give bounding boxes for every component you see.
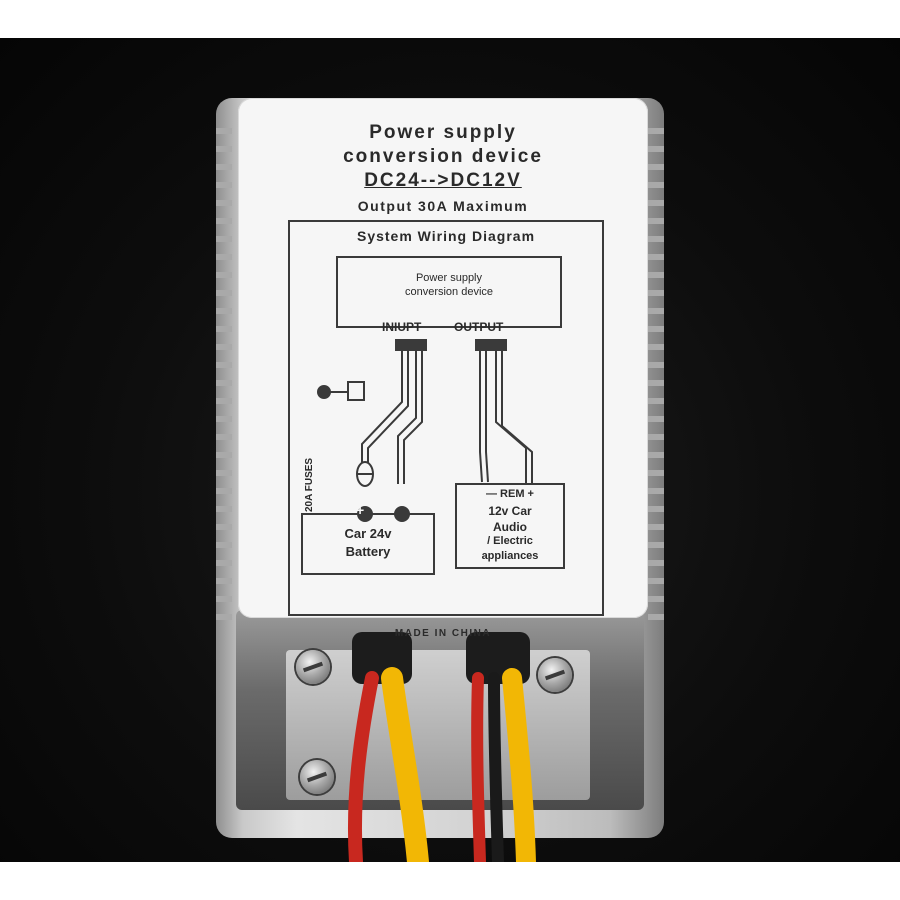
screw-icon bbox=[300, 760, 334, 794]
battery-line1: Car 24v bbox=[344, 526, 392, 541]
load-polarity: — REM + bbox=[486, 488, 534, 500]
product-photo: Power supply conversion device DC24-->DC… bbox=[0, 38, 900, 862]
screw-icon bbox=[538, 658, 572, 692]
output-wire-yellow bbox=[502, 668, 536, 862]
made-in-text: MADE IN CHINA bbox=[394, 628, 492, 639]
load-line4: appliances bbox=[481, 550, 539, 562]
battery-plus-sign: + bbox=[356, 502, 365, 518]
heatsink-fins bbox=[216, 128, 664, 620]
input-wire-yellow bbox=[381, 667, 429, 862]
load-line2: Audio bbox=[493, 520, 527, 534]
label-title-line1: Power supply bbox=[369, 122, 517, 143]
output-wire-red bbox=[471, 672, 486, 862]
input-label: INIUPT bbox=[382, 320, 422, 334]
input-wire-red bbox=[347, 671, 379, 862]
wiring-diagram: System Wiring Diagram Power supply conve… bbox=[288, 220, 604, 616]
label-subtitle: Output 30A Maximum bbox=[357, 198, 529, 214]
product-label: Power supply conversion device DC24-->DC… bbox=[238, 98, 648, 639]
load-line1: 12v Car bbox=[488, 504, 532, 518]
diagram-wiring-lines bbox=[301, 339, 565, 575]
screw-icon bbox=[296, 650, 330, 684]
label-title-line3: DC24-->DC12V bbox=[364, 170, 522, 191]
battery-line2: Battery bbox=[345, 544, 391, 559]
diagram-converter-box: Power supply conversion device bbox=[336, 256, 562, 328]
wire-bundle bbox=[347, 632, 536, 862]
label-title-line2: conversion device bbox=[343, 146, 543, 167]
converter-box-line2: conversion device bbox=[404, 286, 494, 298]
output-label: OUTPUT bbox=[454, 320, 504, 334]
converter-box-line1: Power supply bbox=[415, 272, 483, 284]
fuse-label: 20A FUSES bbox=[304, 457, 315, 512]
load-line3: / Electric bbox=[487, 535, 533, 547]
diagram-title: System Wiring Diagram bbox=[356, 228, 536, 244]
output-wire-black bbox=[488, 672, 504, 862]
